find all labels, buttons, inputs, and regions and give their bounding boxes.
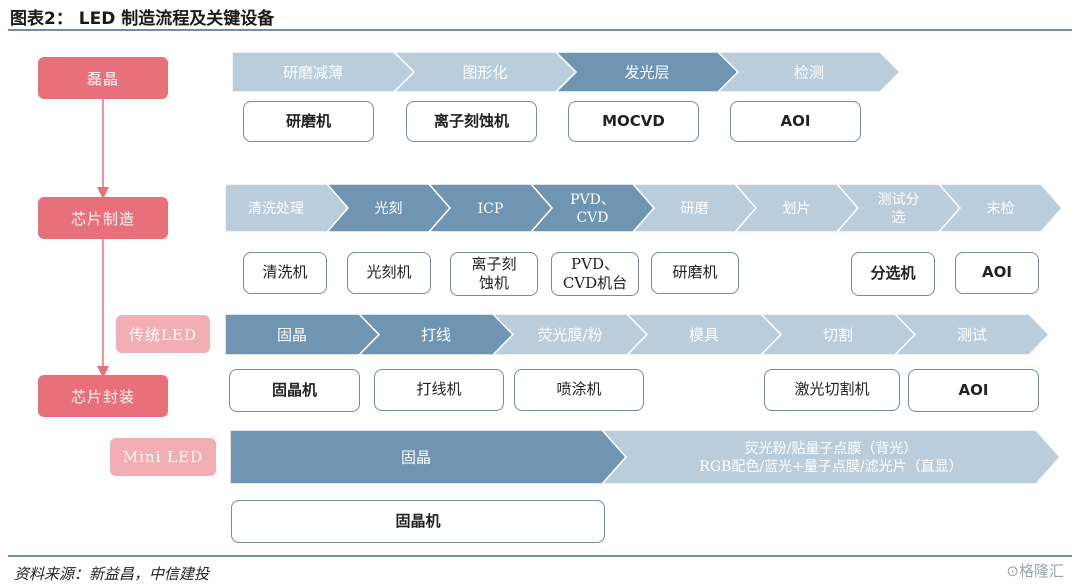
svg-text:RGB配色/蓝光+量子点膜/滤光片（直显）: RGB配色/蓝光+量子点膜/滤光片（直显）	[699, 458, 962, 475]
stage-mini-led: Mini LED	[110, 438, 216, 476]
svg-text:PVD、: PVD、	[570, 192, 615, 208]
stage-epi: 磊晶	[38, 57, 168, 99]
svg-text:清洗处理: 清洗处理	[248, 201, 304, 217]
svg-text:测试分: 测试分	[878, 192, 920, 208]
svg-text:模具: 模具	[689, 326, 719, 344]
mini-chevron-0: 固晶	[229, 429, 628, 485]
machine-grinder-chip: 研磨机	[651, 252, 739, 294]
svg-text:选: 选	[892, 210, 906, 226]
epi-chevron-3: 检测	[716, 51, 902, 93]
traditional-chevron-0: 固晶	[224, 313, 381, 356]
chip-chevron-0: 清洗处理	[224, 183, 349, 233]
epi-chevron-2: 发光层	[554, 51, 740, 93]
svg-text:划片: 划片	[783, 201, 811, 217]
machine-pvd-cvd: PVD、CVD机台	[551, 252, 639, 296]
stage-traditional-led: 传统LED	[116, 315, 210, 353]
traditional-chevron-1: 打线	[357, 313, 515, 356]
machine-mocvd: MOCVD	[568, 101, 699, 142]
machine-aoi-epi: AOI	[730, 101, 861, 142]
machine-lithography: 光刻机	[347, 252, 431, 294]
epi-chevron-1: 图形化	[392, 51, 578, 93]
traditional-chevron-3: 模具	[625, 313, 783, 356]
machine-sorter: 分选机	[851, 252, 935, 296]
svg-text:末检: 末检	[987, 201, 1015, 217]
traditional-chevron-4: 切割	[759, 313, 917, 356]
machine-laser-cutter: 激光切割机	[764, 369, 900, 411]
machine-wire-bonder: 打线机	[374, 369, 504, 411]
epi-chevron-0: 研磨减薄	[231, 51, 416, 93]
figure-title: 图表2： LED 制造流程及关键设备	[10, 9, 275, 29]
machine-grinder: 研磨机	[243, 101, 374, 142]
top-rule	[8, 29, 1072, 31]
svg-text:检测: 检测	[794, 63, 824, 81]
svg-text:荧光膜/粉: 荧光膜/粉	[537, 326, 602, 344]
watermark-logo: ⊙格隆汇	[1006, 562, 1064, 580]
svg-text:荧光粉/贴量子点膜（背光）: 荧光粉/贴量子点膜（背光）	[745, 440, 918, 457]
svg-text:切割: 切割	[823, 326, 853, 344]
svg-text:固晶: 固晶	[277, 326, 307, 344]
svg-text:光刻: 光刻	[375, 201, 403, 217]
traditional-chevron-2: 荧光膜/粉	[491, 313, 649, 356]
svg-text:图形化: 图形化	[462, 63, 507, 81]
machine-sprayer: 喷涂机	[514, 369, 644, 411]
machine-die-bonder: 固晶机	[229, 369, 360, 412]
svg-text:发光层: 发光层	[624, 63, 669, 81]
stage-packaging: 芯片封装	[38, 375, 168, 417]
machine-aoi-chip: AOI	[955, 252, 1039, 294]
svg-text:研磨减薄: 研磨减薄	[283, 63, 343, 81]
chip-chevron-7: 末检	[937, 183, 1063, 233]
machine-aoi-package: AOI	[908, 369, 1039, 412]
machine-ion-etcher-chip: 离子刻蚀机	[450, 252, 538, 296]
traditional-chevron-5: 测试	[893, 313, 1051, 356]
svg-text:固晶: 固晶	[401, 448, 431, 466]
bottom-rule	[8, 555, 1072, 557]
machine-ion-etcher: 离子刻蚀机	[406, 101, 537, 142]
source-note: 资料来源：新益昌，中信建投	[14, 565, 210, 583]
svg-text:研磨: 研磨	[681, 201, 709, 217]
svg-text:打线: 打线	[421, 326, 451, 344]
machine-die-bonder-mini: 固晶机	[231, 500, 605, 543]
svg-text:CVD: CVD	[576, 210, 608, 226]
machine-cleaner: 清洗机	[243, 252, 327, 294]
mini-chevron-1: 荧光粉/贴量子点膜（背光）RGB配色/蓝光+量子点膜/滤光片（直显）	[600, 429, 1062, 485]
svg-text:ICP: ICP	[478, 201, 504, 217]
svg-text:测试: 测试	[957, 326, 987, 344]
stage-chip: 芯片制造	[38, 197, 168, 239]
